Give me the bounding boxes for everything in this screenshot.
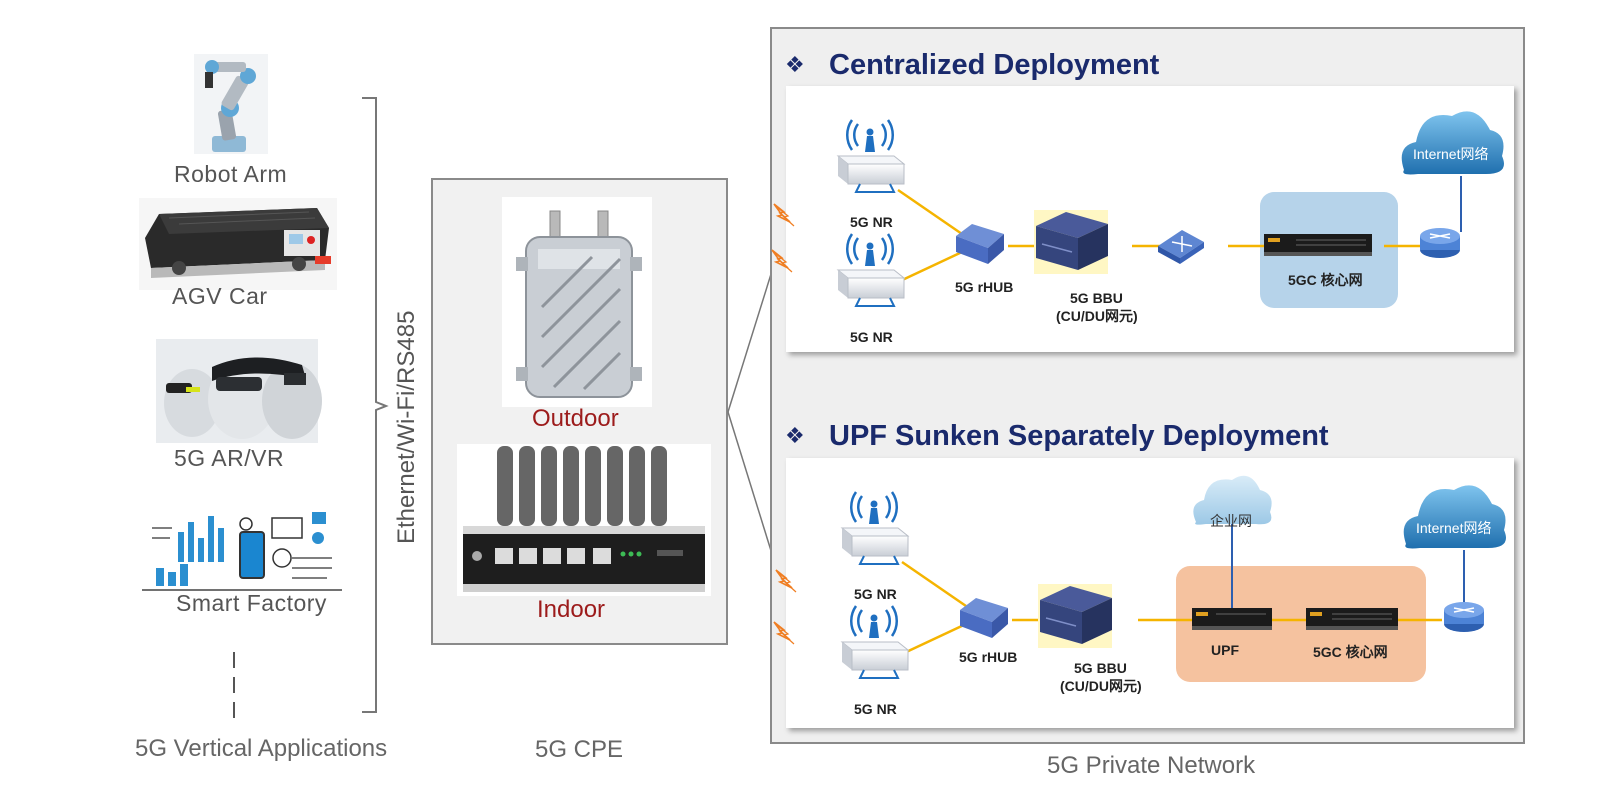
- router-icon: [1444, 602, 1484, 632]
- nr-top-label: 5G NR: [854, 586, 897, 602]
- applications-caption: 5G Vertical Applications: [135, 735, 388, 762]
- bbu-icon: [1034, 210, 1108, 274]
- bbu-label-line1: 5G BBU: [1070, 290, 1123, 306]
- radio-unit-icon: [836, 232, 906, 308]
- network-caption: 5G Private Network: [1047, 752, 1256, 779]
- bbu-icon: [1038, 584, 1112, 648]
- router-icon: [1420, 228, 1460, 258]
- centralized-title: Centralized Deployment: [829, 49, 1160, 81]
- core-label: 5GC 核心网: [1313, 644, 1388, 660]
- rhub-icon: [956, 224, 1004, 264]
- radio-unit-icon: [840, 490, 910, 566]
- upf-diagram: [773, 475, 1506, 682]
- indoor-cpe-label: Indoor: [537, 596, 606, 623]
- bbu-label-line2: (CU/DU网元): [1060, 678, 1142, 694]
- radio-unit-icon: [840, 604, 910, 680]
- nr-top-label: 5G NR: [850, 214, 893, 230]
- internet-cloud-icon: [1401, 111, 1504, 175]
- core-server-icon: [1306, 608, 1398, 630]
- upf-label: UPF: [1211, 642, 1239, 658]
- agv-car-image: [139, 198, 337, 290]
- internet-cloud-icon: [1403, 485, 1506, 549]
- bbu-label: 5G BBU (CU/DU网元): [1060, 660, 1142, 696]
- bullet-diamond-icon: ❖: [785, 52, 805, 77]
- bullet-diamond-icon: ❖: [785, 423, 805, 448]
- more-items-dashes: [233, 652, 235, 720]
- bbu-label-line1: 5G BBU: [1074, 660, 1127, 676]
- outdoor-cpe-label: Outdoor: [532, 405, 619, 432]
- bbu-label-line2: (CU/DU网元): [1056, 308, 1138, 324]
- internet-label: Internet网络: [1416, 520, 1492, 536]
- core-label: 5GC 核心网: [1288, 272, 1363, 288]
- cpe-caption: 5G CPE: [535, 736, 624, 763]
- app-label-ar-vr: 5G AR/VR: [174, 445, 285, 471]
- enterprise-cloud-icon: [1193, 475, 1272, 525]
- smart-factory-image: [142, 498, 342, 596]
- nr-bottom-label: 5G NR: [854, 701, 897, 717]
- app-label-smart-factory: Smart Factory: [176, 590, 327, 616]
- upf-core-highlight: [1176, 566, 1426, 682]
- app-label-robot-arm: Robot Arm: [174, 161, 288, 187]
- enterprise-label: 企业网: [1210, 513, 1252, 529]
- rhub-label: 5G rHUB: [955, 279, 1014, 295]
- rhub-icon: [960, 598, 1008, 638]
- outdoor-cpe-image: [502, 197, 652, 407]
- nr-bottom-label: 5G NR: [850, 329, 893, 345]
- ar-vr-image: [156, 339, 322, 443]
- app-label-agv-car: AGV Car: [172, 283, 268, 309]
- core-server-icon: [1264, 234, 1372, 256]
- applications-bracket: [362, 97, 389, 713]
- switch-icon: [1158, 230, 1204, 264]
- upf-title: UPF Sunken Separately Deployment: [829, 420, 1329, 452]
- bbu-label: 5G BBU (CU/DU网元): [1056, 290, 1138, 326]
- internet-label: Internet网络: [1413, 146, 1489, 162]
- upf-server-icon: [1192, 608, 1272, 630]
- indoor-cpe-image: [457, 444, 711, 596]
- radio-unit-icon: [836, 118, 906, 194]
- centralized-diagram: [771, 111, 1504, 308]
- robot-arm-image: [194, 54, 268, 154]
- rhub-label: 5G rHUB: [959, 649, 1018, 665]
